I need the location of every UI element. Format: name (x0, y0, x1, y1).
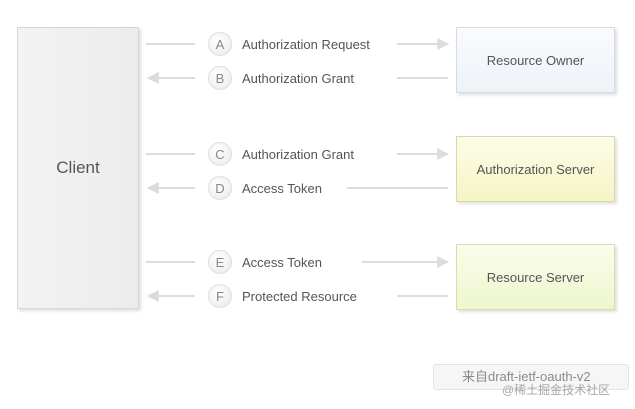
authorization-server-label: Authorization Server (476, 161, 595, 177)
step-d-letter: D (215, 180, 225, 196)
client-label: Client (56, 158, 100, 177)
client-box: Client (17, 27, 139, 309)
step-c-badge: C (208, 142, 232, 166)
step-b-label: Authorization Grant (242, 71, 355, 86)
resource-owner-box: Resource Owner (456, 27, 615, 93)
watermark-text: 来自draft-ietf-oauth-v2 (462, 369, 591, 384)
step-b-badge: B (208, 66, 232, 90)
step-a-label: Authorization Request (242, 37, 370, 52)
watermark-badge: 来自draft-ietf-oauth-v2 (433, 364, 629, 390)
step-d-badge: D (208, 176, 232, 200)
authorization-server-box: Authorization Server (456, 136, 615, 202)
step-b-letter: B (215, 70, 225, 86)
resource-owner-label: Resource Owner (486, 52, 585, 68)
step-c-letter: C (215, 146, 225, 162)
resource-server-box: Resource Server (456, 244, 615, 310)
step-e-letter: E (215, 254, 225, 270)
step-f-label: Protected Resource (242, 289, 357, 304)
step-a-letter: A (215, 36, 225, 52)
step-e-label: Access Token (242, 255, 322, 270)
step-f-badge: F (208, 284, 232, 308)
resource-server-label: Resource Server (486, 269, 585, 285)
step-f-letter: F (216, 288, 224, 304)
step-e-badge: E (208, 250, 232, 274)
step-c-label: Authorization Grant (242, 147, 355, 162)
step-d-label: Access Token (242, 181, 322, 196)
step-a-badge: A (208, 32, 232, 56)
watermark-credit: @稀土掘金技术社区 (502, 383, 611, 397)
